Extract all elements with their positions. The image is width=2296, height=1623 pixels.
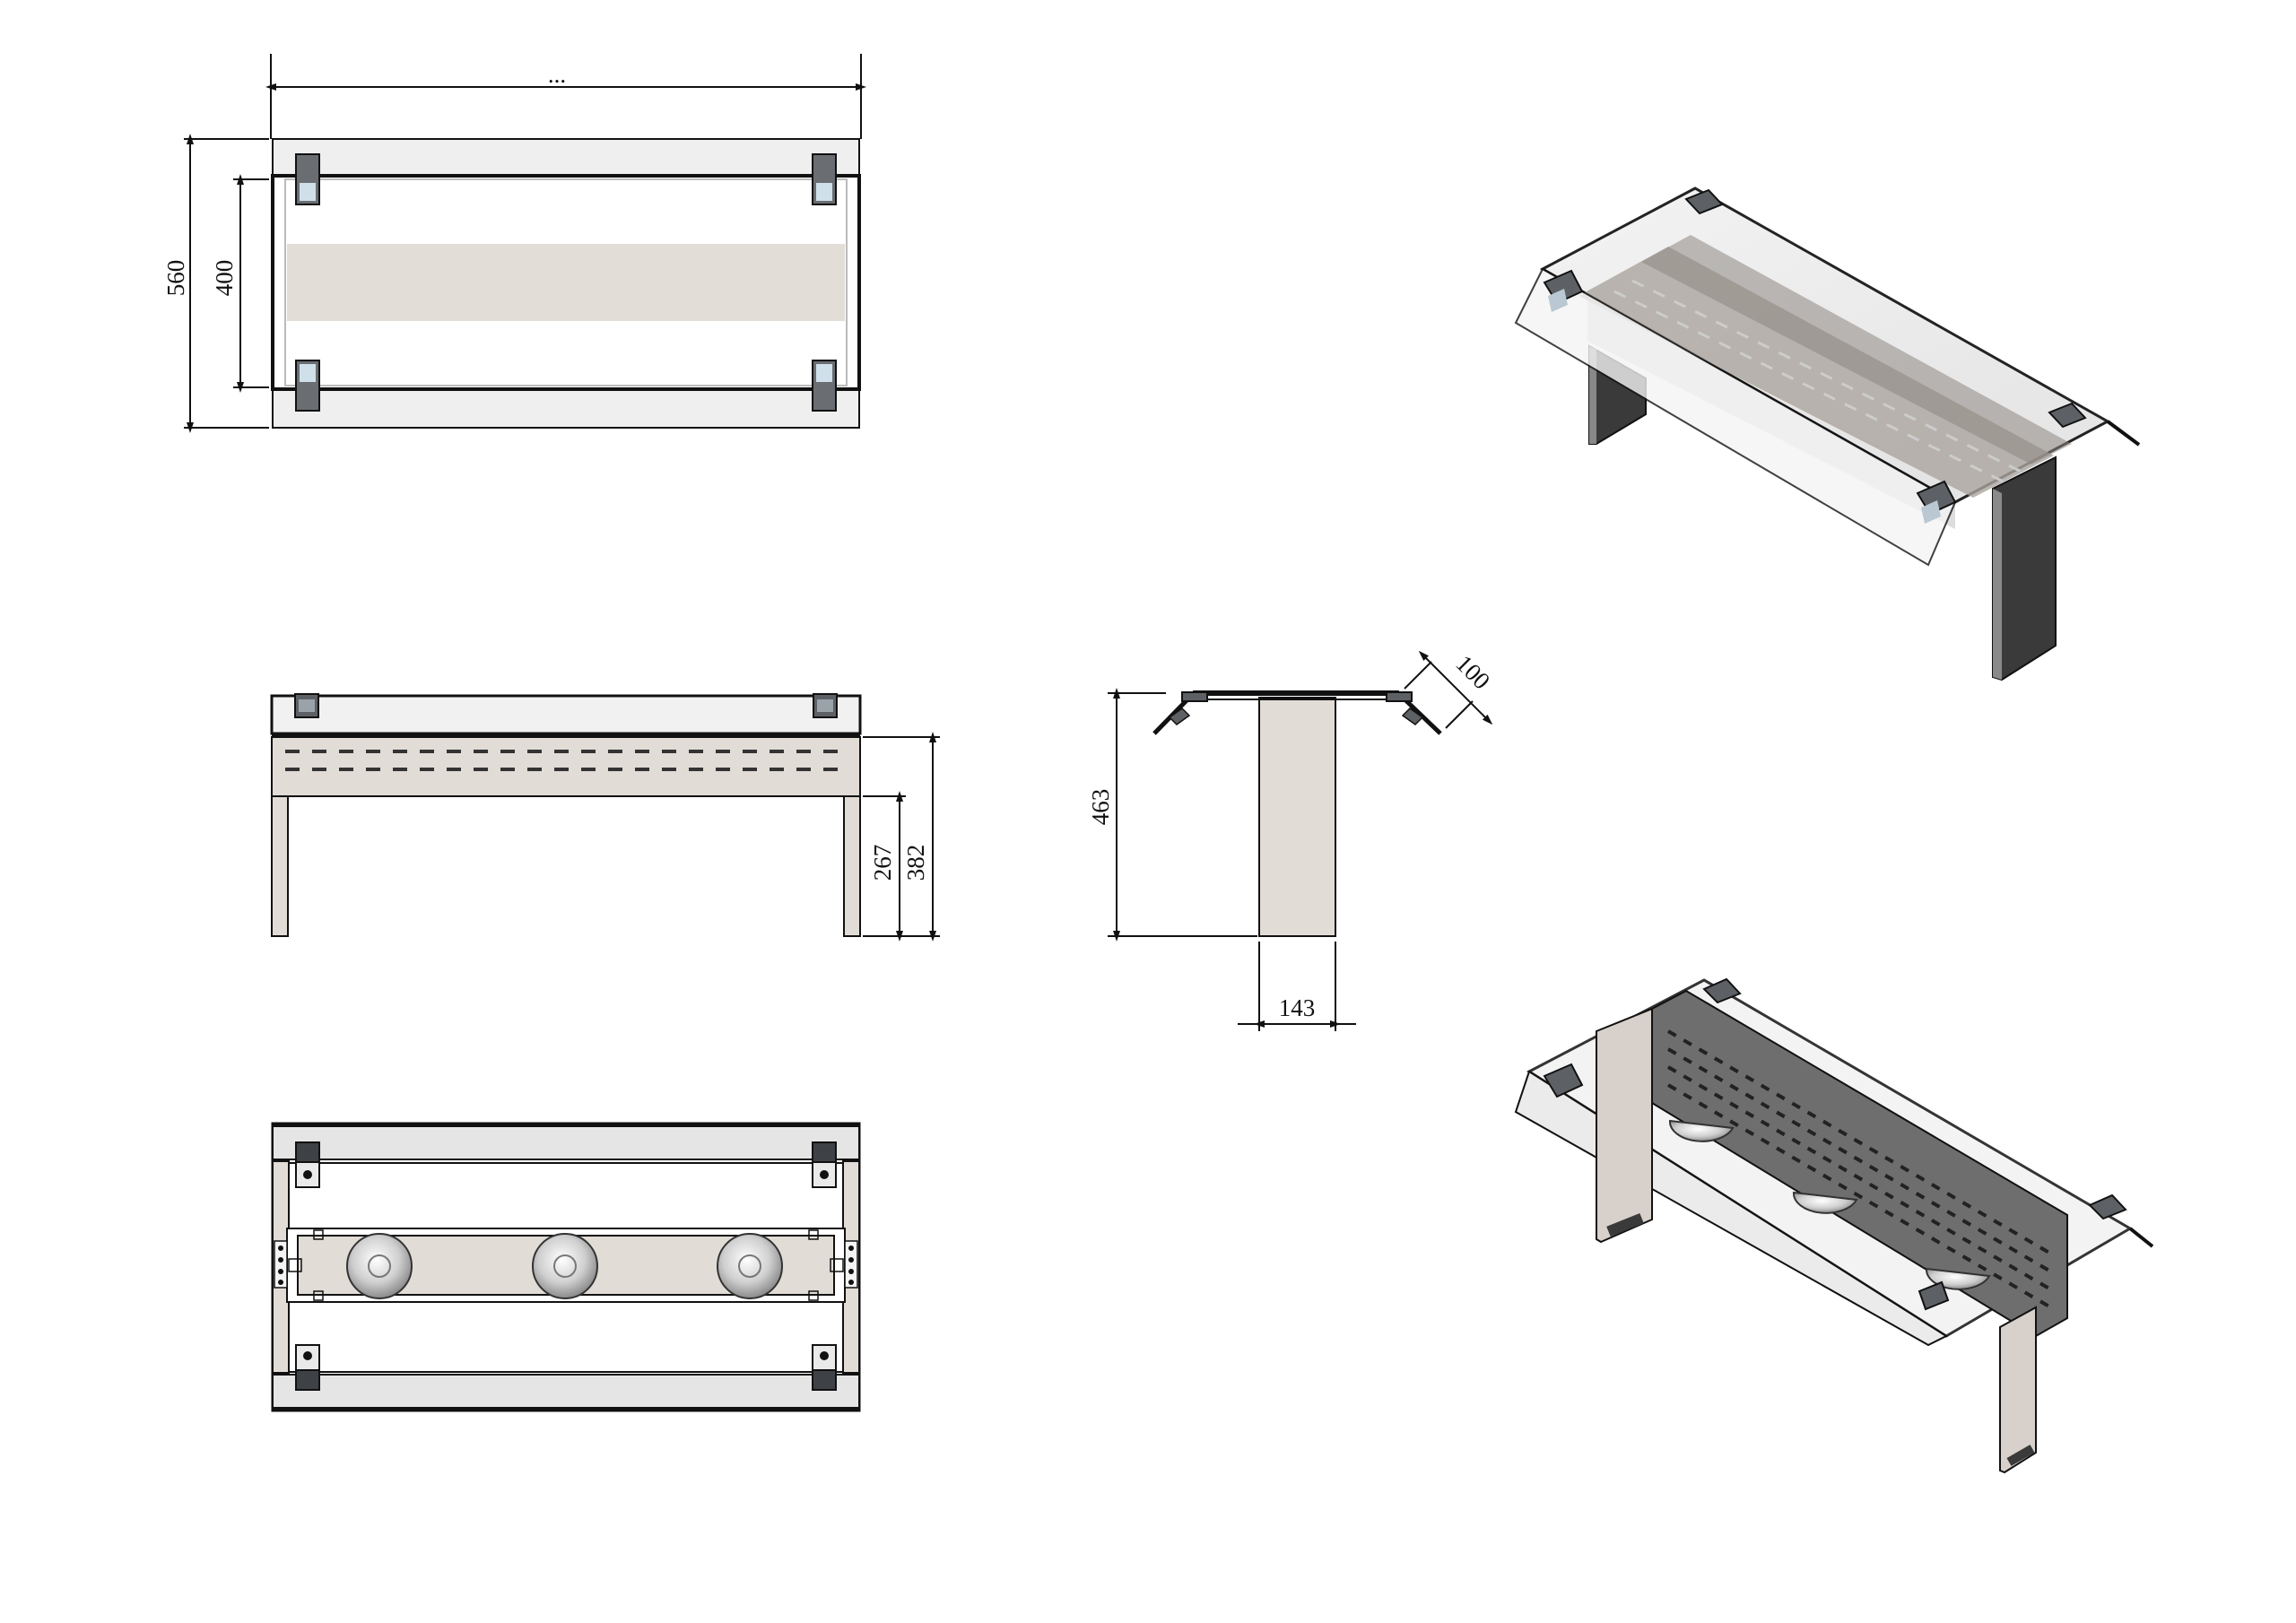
iso-bottom-leg-left xyxy=(1596,1007,1653,1244)
bracket-icon xyxy=(295,153,837,412)
dim-267-label: 267 xyxy=(869,845,896,881)
dim-143-label: 143 xyxy=(1279,994,1316,1021)
dim-width-label: ... xyxy=(548,61,566,88)
front-view: 267 382 xyxy=(270,693,940,942)
bracket-icon xyxy=(295,1141,837,1391)
isometric-view-bottom xyxy=(1514,977,2154,1474)
side-leg xyxy=(1258,697,1336,937)
bracket-icon xyxy=(294,693,838,718)
top-center-panel xyxy=(287,244,845,321)
iso-leg-front xyxy=(1992,456,2057,681)
dim-463-label: 463 xyxy=(1087,789,1114,826)
iso-bottom-leg-right xyxy=(1999,1306,2037,1474)
hardware-icon xyxy=(274,1240,858,1289)
front-glass xyxy=(270,694,862,735)
front-apron xyxy=(271,736,861,797)
front-leg-right xyxy=(843,795,861,937)
dim-560-label: 560 xyxy=(162,260,189,297)
side-view: 463 143 100 xyxy=(1087,650,1495,1031)
dim-382-label: 382 xyxy=(902,845,929,881)
bottom-view xyxy=(271,1122,861,1412)
lamp-icon xyxy=(346,1233,783,1299)
front-leg-left xyxy=(271,795,289,937)
bracket-icon xyxy=(1543,977,2127,1311)
bracket-icon xyxy=(1168,691,1424,725)
isometric-view-top xyxy=(1514,187,2141,681)
dim-400-label: 400 xyxy=(211,260,238,297)
dim-100-label: 100 xyxy=(1450,650,1495,695)
top-view: ... 560 400 xyxy=(162,54,866,433)
bracket-icon xyxy=(1543,188,2087,524)
